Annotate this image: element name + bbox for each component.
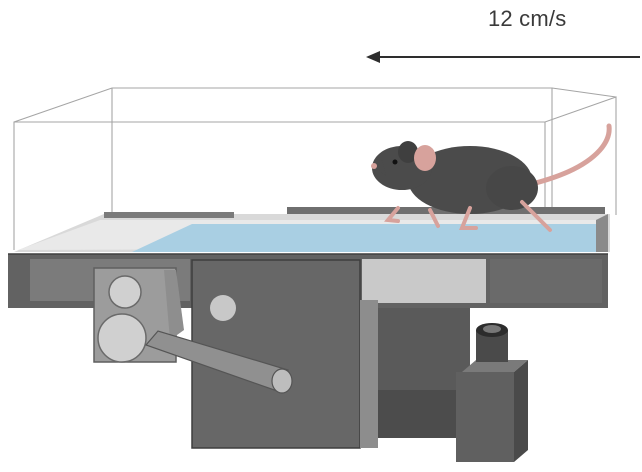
housing-bolt — [210, 295, 236, 321]
treadmill-belt — [132, 224, 598, 252]
speed-label: 12 cm/s — [488, 6, 567, 31]
treadmill-deck — [14, 207, 610, 252]
direction-arrow — [366, 51, 640, 63]
camera-icon — [456, 323, 528, 462]
transparent-enclosure — [13, 87, 617, 250]
motor-housing — [191, 259, 470, 449]
crank-handle — [144, 330, 293, 394]
mouse-illustration — [371, 123, 612, 232]
